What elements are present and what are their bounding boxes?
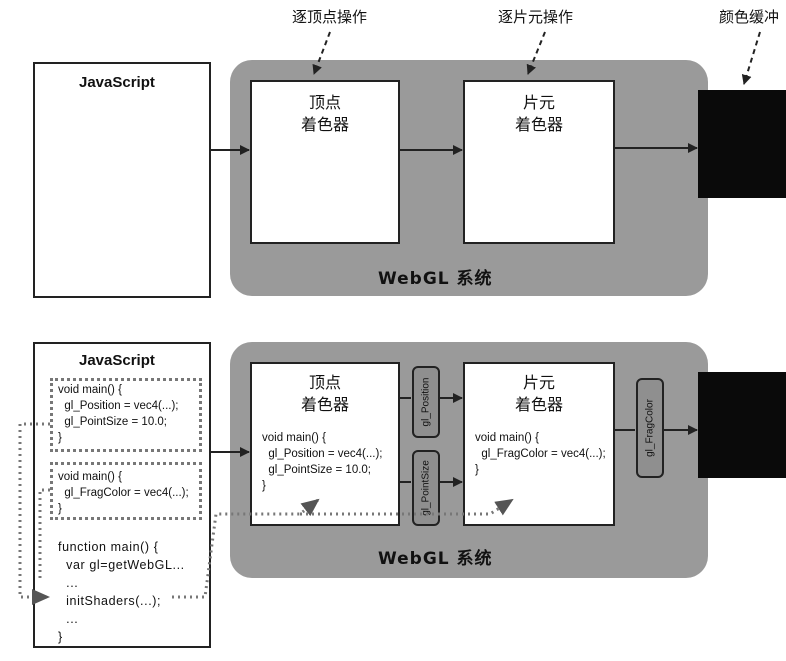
webgl-system-label-top: WebGL 系统 (378, 269, 493, 289)
per-vertex-annotation: 逐顶点操作 (292, 8, 368, 26)
dashed-arrow-per-vertex (312, 31, 331, 75)
fragment-shader-box-top: 片元 着色器 (463, 80, 615, 244)
gl-fragcolor-var: gl_FragColor (636, 378, 664, 478)
fragment-code-group (50, 462, 202, 520)
vertex-code-group (50, 378, 202, 452)
javascript-title-bottom: JavaScript (79, 352, 155, 369)
dotted-path-init-to-fragment-shader (300, 498, 514, 516)
gl-position-var: gl_Position (412, 366, 440, 438)
js-fragment-code: void main() { gl_FragColor = vec4(...); … (58, 471, 189, 515)
fragment-shader-title-bottom: 片元 着色器 (514, 373, 563, 414)
javascript-box-bottom: JavaScript (33, 342, 211, 648)
vertex-shader-box-top: 顶点 着色器 (250, 80, 400, 244)
vertex-shader-box-bottom: 顶点 着色器 void main() { gl_Position = vec4(… (250, 362, 400, 526)
dashed-arrow-per-fragment (526, 31, 546, 75)
color-buffer-bottom (698, 372, 786, 478)
dotted-path-init-to-vertex-shader (172, 498, 320, 599)
dashed-arrow-color-buffer (741, 31, 761, 85)
js-main-code: function main() { var gl=getWebGL... ...… (58, 540, 185, 644)
per-fragment-annotation: 逐片元操作 (498, 8, 574, 26)
dotted-path-fragment-down (38, 488, 50, 580)
vertex-shader-code: void main() { gl_Position = vec4(...); g… (262, 432, 383, 492)
vertex-shader-title: 顶点 着色器 (300, 93, 349, 134)
webgl-system-label-bottom: WebGL 系统 (378, 549, 493, 569)
dotted-path-vertex-to-init (18, 422, 50, 605)
fragment-shader-box-bottom: 片元 着色器 void main() { gl_FragColor = vec4… (463, 362, 615, 526)
color-buffer-top (698, 90, 786, 198)
fragment-shader-title: 片元 着色器 (514, 93, 563, 134)
vertex-shader-title-bottom: 顶点 着色器 (300, 373, 349, 414)
color-buffer-annotation: 颜色缓冲 (719, 8, 780, 26)
fragment-shader-code: void main() { gl_FragColor = vec4(...); … (475, 432, 606, 476)
javascript-box-top: JavaScript (33, 62, 211, 298)
javascript-title: JavaScript (79, 74, 155, 91)
js-vertex-code: void main() { gl_Position = vec4(...); g… (58, 384, 179, 444)
